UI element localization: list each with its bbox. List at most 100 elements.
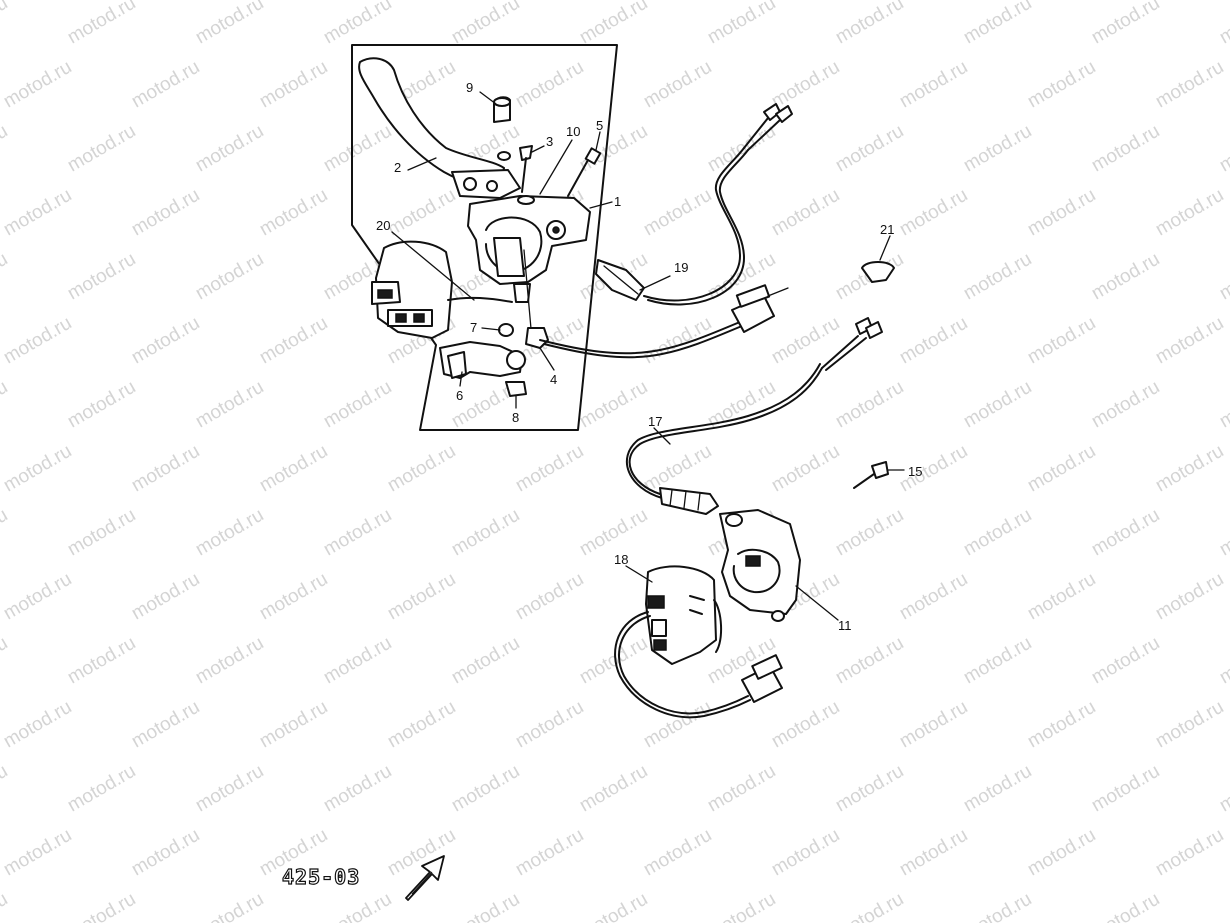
callout-9: 9	[466, 80, 473, 95]
watermark-text: motod.ru	[832, 505, 907, 561]
watermark-text: motod.ru	[0, 57, 75, 113]
assembly-frame	[351, 44, 618, 431]
watermark-text: motod.ru	[384, 441, 459, 497]
watermark-text: motod.ru	[576, 377, 651, 433]
watermark-text: motod.ru	[192, 761, 267, 817]
watermark-text: motod.ru	[0, 569, 75, 625]
watermark-text: motod.ru	[896, 697, 971, 753]
watermark-text: motod.ru	[128, 185, 203, 241]
leader-lines	[391, 91, 905, 621]
callout-17: 17	[648, 414, 662, 429]
watermark-text: motod.ru	[0, 825, 75, 881]
watermark-text: motod.ru	[1088, 633, 1163, 689]
watermark-text: motod.ru	[1152, 441, 1227, 497]
watermark-text: motod.ru	[64, 249, 139, 305]
watermark-text: motod.ru	[1088, 249, 1163, 305]
watermark-text: motod.ru	[1216, 505, 1230, 561]
watermark-text: motod.ru	[128, 57, 203, 113]
watermark-text: motod.ru	[1152, 825, 1227, 881]
watermark-text: motod.ru	[0, 505, 11, 561]
watermark-text: motod.ru	[1024, 697, 1099, 753]
watermark-text: motod.ru	[448, 761, 523, 817]
watermark-text: motod.ru	[1088, 377, 1163, 433]
watermark-text: motod.ru	[192, 249, 267, 305]
watermark-text: motod.ru	[320, 505, 395, 561]
watermark-text: motod.ru	[1088, 121, 1163, 177]
callout-labels: 1 2 3 4 5 6 7 8 9 10 11 15 17 18 19 20 2…	[376, 80, 922, 633]
watermark-text: motod.ru	[128, 569, 203, 625]
watermark-text: motod.ru	[128, 697, 203, 753]
watermark-text: motod.ru	[1024, 441, 1099, 497]
watermark-text: motod.ru	[0, 697, 75, 753]
watermark-text: motod.ru	[960, 121, 1035, 177]
watermark-text: motod.ru	[960, 633, 1035, 689]
watermark-text: motod.ru	[256, 185, 331, 241]
watermark-text: motod.ru	[64, 121, 139, 177]
callout-20: 20	[376, 218, 390, 233]
watermark-text: motod.ru	[896, 57, 971, 113]
watermark-text: motod.ru	[384, 185, 459, 241]
watermark-text: motod.ru	[1216, 633, 1230, 689]
watermark-text: motod.ru	[1216, 889, 1230, 923]
watermark-text: motod.ru	[320, 377, 395, 433]
watermark-text: motod.ru	[960, 377, 1035, 433]
watermark-text: motod.ru	[768, 441, 843, 497]
watermark-text: motod.ru	[704, 121, 779, 177]
watermark-text: motod.ru	[0, 0, 11, 48]
watermark-text: motod.ru	[768, 57, 843, 113]
watermark-text: motod.ru	[384, 697, 459, 753]
watermark-text: motod.ru	[0, 761, 11, 817]
watermark-text: motod.ru	[256, 57, 331, 113]
watermark-text: motod.ru	[1088, 889, 1163, 923]
watermark-text: motod.ru	[512, 825, 587, 881]
watermark-text: motod.ru	[192, 505, 267, 561]
watermark-text: motod.ru	[0, 121, 11, 177]
watermark-text: motod.ru	[1152, 57, 1227, 113]
callout-11: 11	[838, 618, 852, 633]
watermark-text: motod.ru	[960, 761, 1035, 817]
clip-part	[861, 261, 895, 283]
watermark-text: motod.ru	[1216, 377, 1230, 433]
watermark-text: motod.ru	[64, 889, 139, 923]
watermark-text: motod.ru	[512, 441, 587, 497]
watermark-text: motod.ru	[0, 313, 75, 369]
watermark-text: motod.ru	[1024, 825, 1099, 881]
watermark-text: motod.ru	[640, 825, 715, 881]
watermark-text: motod.ru	[896, 313, 971, 369]
watermark-text: motod.ru	[0, 185, 75, 241]
callout-5: 5	[596, 118, 603, 133]
watermark-text: motod.ru	[192, 889, 267, 923]
watermark-text: motod.ru	[832, 0, 907, 48]
watermark-text: motod.ru	[832, 761, 907, 817]
watermark-text: motod.ru	[576, 0, 651, 48]
watermark-text: motod.ru	[320, 0, 395, 48]
watermark-text: motod.ru	[192, 377, 267, 433]
watermark-text: motod.ru	[960, 0, 1035, 48]
watermark-text: motod.ru	[1152, 313, 1227, 369]
watermark-text: motod.ru	[0, 633, 11, 689]
watermark-text: motod.ru	[64, 633, 139, 689]
watermark-text: motod.ru	[512, 569, 587, 625]
bolt-part	[567, 147, 602, 197]
watermark-text: motod.ru	[704, 0, 779, 48]
small-fasteners	[498, 323, 549, 397]
callout-1: 1	[614, 194, 621, 209]
watermark-text: motod.ru	[1216, 249, 1230, 305]
watermark-text: motod.ru	[256, 697, 331, 753]
watermark-text: motod.ru	[128, 441, 203, 497]
callout-10: 10	[566, 124, 580, 139]
watermark-text: motod.ru	[1152, 569, 1227, 625]
watermark-text: motod.ru	[1152, 185, 1227, 241]
watermark-text: motod.ru	[448, 0, 523, 48]
watermark-text: motod.ru	[832, 633, 907, 689]
callout-21: 21	[880, 222, 894, 237]
brake-lever	[358, 57, 521, 199]
clutch-switch	[626, 317, 883, 515]
watermark-text: motod.ru	[576, 121, 651, 177]
watermark-text: motod.ru	[1024, 185, 1099, 241]
left-switch-housing	[371, 240, 513, 339]
callout-19: 19	[674, 260, 688, 275]
callout-2: 2	[394, 160, 401, 175]
watermark-text: motod.ru	[1088, 505, 1163, 561]
